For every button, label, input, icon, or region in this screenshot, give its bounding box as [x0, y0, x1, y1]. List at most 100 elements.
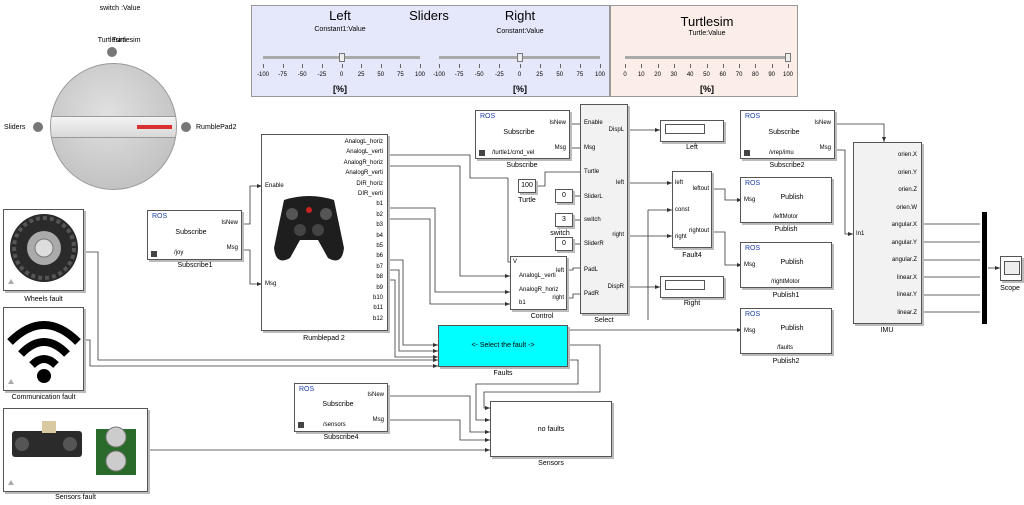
sliders-title: Sliders: [409, 8, 449, 23]
port-leftout: leftout: [692, 186, 709, 192]
block-title: Publish: [780, 259, 804, 266]
tick-label: 75: [397, 72, 404, 78]
port-dir-verti: DIR_verti: [357, 191, 383, 197]
ros-label: ROS: [745, 245, 761, 252]
tick-mark: [400, 64, 402, 68]
wheels-fault-image[interactable]: [3, 209, 84, 291]
knob-caption: switch :Value: [99, 5, 141, 12]
port-analogr-verti: AnalogR_verti: [345, 170, 383, 177]
port-linear-x: linear.X: [896, 274, 917, 281]
turtlesim-track[interactable]: [625, 56, 788, 59]
subscribe4-block[interactable]: ROS IsNew Subscribe Msg /sensors: [294, 383, 388, 432]
port-msg: Msg: [226, 245, 238, 251]
subscribe-block[interactable]: ROS IsNew Subscribe Msg /turtle1/cmd_vel: [475, 110, 570, 159]
gamepad-icon: [274, 196, 344, 261]
sensor-icon: [8, 421, 136, 485]
tick-mark: [657, 64, 659, 68]
tick-mark: [420, 64, 421, 68]
select-block[interactable]: Enable Msg Turtle SliderL switch SliderR…: [580, 104, 628, 314]
port-b1: b1: [519, 300, 526, 306]
turtlesim-thumb[interactable]: [785, 53, 791, 62]
port-angular-y: angular.Y: [891, 239, 917, 246]
slider-left-sub: Constant1:Value: [314, 26, 366, 33]
lock-icon: [298, 422, 304, 428]
tick-label: 25: [536, 72, 543, 78]
constant-value: 0: [562, 192, 566, 199]
subscribe-caption: Subscribe: [506, 162, 538, 169]
turtlesim-sub: Turtle:Value: [688, 30, 726, 37]
tick-label: 90: [768, 72, 776, 78]
scope-screen: [1004, 261, 1020, 275]
tick-mark: [539, 64, 541, 68]
communication-fault-image[interactable]: [3, 307, 84, 391]
tick-mark: [559, 64, 561, 68]
control-block[interactable]: V AnalogL_verti AnalogR_horiz b1 left ri…: [510, 256, 567, 310]
port-sliderr: SliderR: [584, 241, 604, 247]
ros-label: ROS: [745, 113, 761, 120]
port-msg: Msg: [819, 145, 831, 151]
knob-dot-sliders: [33, 122, 43, 132]
knob-pointer: [51, 116, 176, 138]
tick-label: 0: [339, 72, 344, 78]
tick-mark: [380, 64, 382, 68]
publish-left-block[interactable]: ROS Publish Msg /leftMotor: [740, 177, 832, 223]
fault4-block[interactable]: left const right leftout rightout: [672, 171, 712, 248]
tick-mark: [499, 64, 501, 68]
subscribe2-block[interactable]: ROS IsNew Subscribe Msg /vrep/imu: [740, 110, 835, 159]
faults-block[interactable]: <- Select the fault ->: [438, 325, 568, 367]
sensors-block[interactable]: no faults: [490, 401, 612, 457]
slider-left-thumb[interactable]: [338, 53, 345, 62]
tick-label: 75: [576, 72, 584, 78]
scope-block[interactable]: [1000, 256, 1022, 281]
constant-value: 100: [521, 182, 533, 189]
port-msg: Msg: [744, 328, 756, 334]
constant-value: 0: [562, 240, 566, 247]
slider-left-title: Left: [329, 8, 351, 23]
port-linear-z: linear.Z: [897, 309, 917, 316]
subscribe1-block[interactable]: ROS IsNew Subscribe Msg /joy: [147, 210, 242, 260]
tick-mark: [579, 64, 581, 68]
topic-label: /rightMotor: [771, 279, 800, 285]
slider-right-thumb[interactable]: [516, 53, 523, 62]
wheels-fault-label: Wheels fault: [24, 296, 63, 303]
tire-icon: [8, 214, 78, 284]
mux-bar[interactable]: [982, 212, 987, 324]
publish-faults-block[interactable]: ROS Publish Msg /faults: [740, 308, 832, 354]
turtlesim-unit: [%]: [700, 84, 714, 94]
port-angular-x: angular.X: [891, 222, 917, 228]
sliders-panel: Left Sliders Right Constant1:Value Const…: [251, 5, 610, 97]
rotary-knob[interactable]: [50, 63, 177, 190]
tick-mark: [690, 64, 692, 68]
port-left: left: [555, 268, 564, 274]
publish-right-block[interactable]: ROS Publish Msg /rightMotor: [740, 242, 832, 288]
right-display[interactable]: [660, 276, 724, 298]
slider-right-unit: [%]: [513, 84, 527, 94]
tick-label: 70: [735, 72, 743, 78]
turtle-constant[interactable]: 100: [518, 179, 536, 193]
tick-mark: [479, 64, 481, 68]
sensors-fault-image[interactable]: [3, 408, 148, 492]
control-caption: Control: [530, 313, 554, 320]
port-left: left: [675, 180, 684, 186]
tick-label: -75: [278, 72, 287, 78]
left-display[interactable]: [660, 120, 724, 142]
knob-option-rumblepad-label: RumblePad2: [196, 124, 237, 131]
tick-mark: [321, 64, 323, 68]
port-b8: b8: [376, 274, 383, 281]
topic-label: /sensors: [323, 422, 346, 428]
sliderl-constant[interactable]: 0: [555, 189, 573, 203]
port-isnew: IsNew: [549, 120, 566, 126]
tick-label: -50: [297, 72, 307, 78]
tick-label: 80: [752, 72, 759, 78]
port-rightout: rightout: [688, 228, 709, 234]
port-switch: switch: [584, 217, 601, 223]
sliderr-constant[interactable]: 0: [555, 237, 573, 251]
port-angular-z: angular.Z: [891, 257, 917, 263]
topic-label: /joy: [174, 250, 184, 256]
switch-constant[interactable]: 3: [555, 213, 573, 227]
topic-label: /leftMotor: [773, 214, 799, 220]
block-title: Publish: [780, 194, 804, 201]
port-analogr-horiz: AnalogR_horiz: [519, 287, 559, 293]
